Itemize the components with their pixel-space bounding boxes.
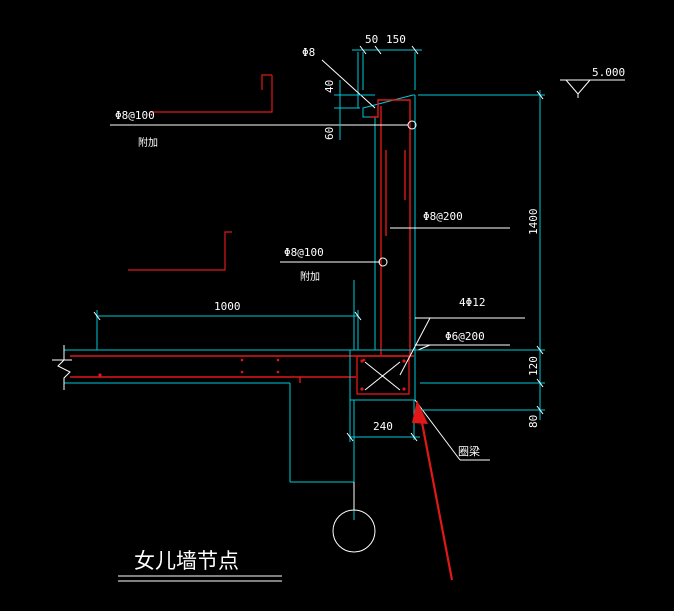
rebar-phi8-100-top-label: Φ8@100	[115, 109, 155, 122]
ring-beam-stirrup	[356, 355, 410, 395]
elevation-symbol	[560, 79, 625, 98]
pointer-arrow	[412, 400, 454, 581]
ring-beam-label: 圈梁	[458, 444, 480, 458]
leader-lines	[110, 59, 525, 461]
drawing-title: 女儿墙节点	[134, 549, 239, 573]
rebar-4phi12-label: 4Φ12	[459, 296, 486, 309]
dim-60-label: 60	[323, 127, 336, 140]
dim-80-label: 80	[527, 415, 540, 428]
dim-50-label: 50	[365, 33, 378, 46]
dimension-ticks	[93, 45, 544, 442]
dimension-lines	[96, 49, 545, 442]
stirrup-phi6-200-label: Φ6@200	[445, 330, 485, 343]
axis-bubble	[332, 509, 376, 553]
ring-beam-bars	[360, 359, 406, 391]
ring-beam-cross	[364, 361, 401, 391]
dim-150-label: 150	[386, 33, 406, 46]
addition-top-label: 附加	[138, 136, 158, 149]
rebar-phi8-200-label: Φ8@200	[423, 210, 463, 223]
rebar-section-marker-top	[407, 120, 417, 130]
elevation-label: 5.000	[592, 66, 625, 79]
dim-40-label: 40	[323, 80, 336, 93]
rebar-section-marker-mid	[378, 257, 388, 267]
slab-rebar-dots	[98, 358, 366, 377]
dim-240-label: 240	[373, 420, 393, 433]
ring-beam-outline	[349, 349, 416, 401]
phi8-label: Φ8	[302, 46, 315, 59]
break-line-symbol	[57, 345, 71, 390]
parapet-rebar	[370, 99, 411, 355]
dim-120-label: 120	[527, 356, 540, 376]
dim-1400-label: 1400	[527, 209, 540, 236]
rebar-phi8-100-mid-label: Φ8@100	[284, 246, 324, 259]
detail-bracket-symbols	[128, 74, 273, 271]
addition-mid-label: 附加	[300, 270, 320, 283]
dim-1000-label: 1000	[214, 300, 241, 313]
parapet-outline	[357, 52, 416, 350]
